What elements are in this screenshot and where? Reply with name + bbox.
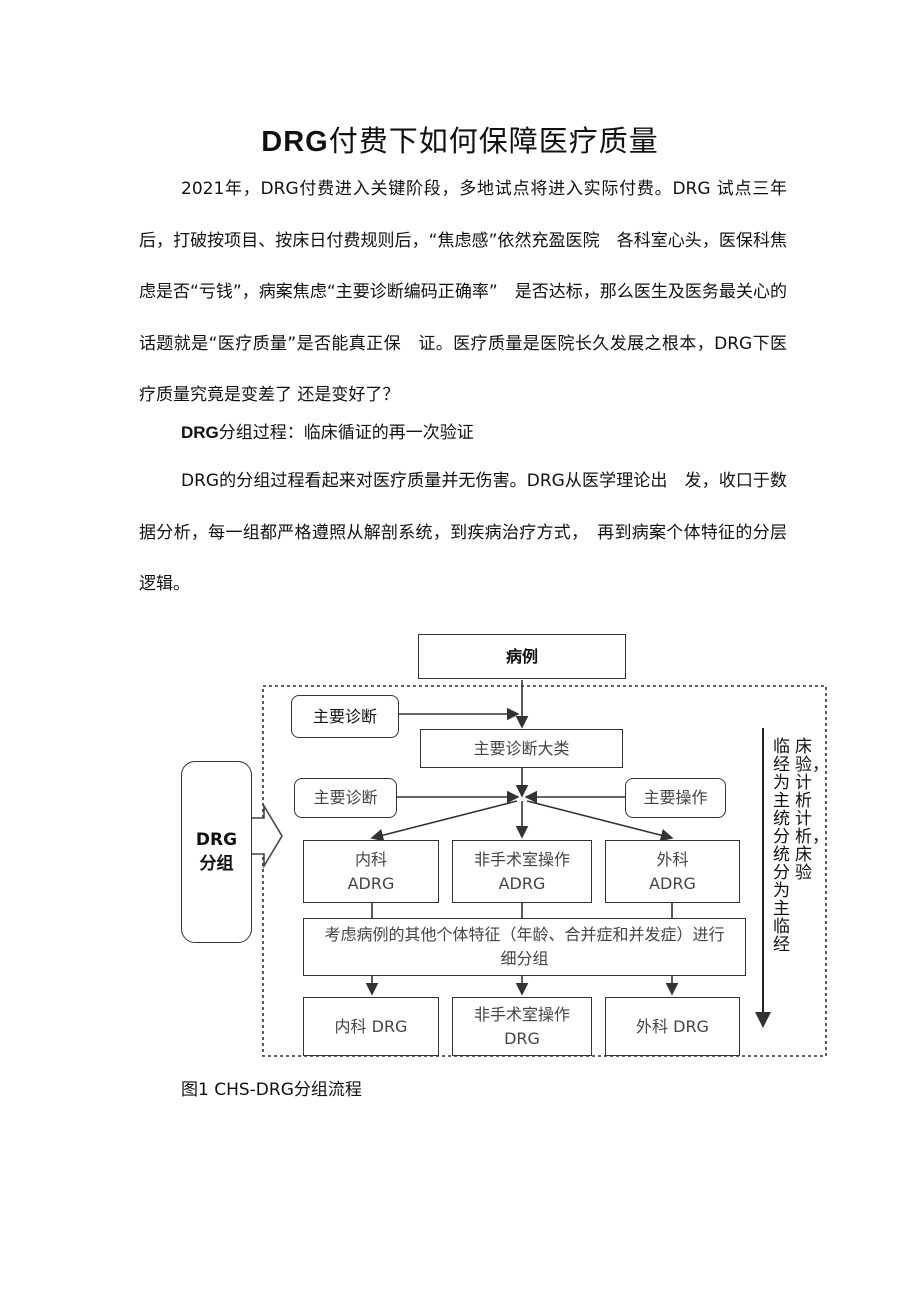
box-internal-adrg: 内科 ADRG (303, 840, 439, 903)
section-heading-rest: 分组过程：临床循证的再一次验证 (218, 423, 474, 443)
side-text-col2: 床验，计析计析，床验 (795, 737, 829, 883)
section-heading: DRG分组过程：临床循证的再一次验证 (181, 407, 474, 459)
box-surgery-adrg: 外科 ADRG (605, 840, 740, 903)
box-main-diag-left: 主要诊断 (291, 695, 399, 738)
box-case: 病例 (418, 634, 626, 679)
box-nonor-drg: 非手术室操作 DRG (452, 997, 592, 1056)
side-text-col1: 临经为主统分统分为主临经 (773, 737, 790, 955)
box-nonor-adrg: 非手术室操作 ADRG (452, 840, 592, 903)
document-title: DRG付费下如何保障医疗质量 (0, 118, 920, 160)
box-internal-drg: 内科 DRG (303, 997, 439, 1056)
section-heading-latin: DRG (181, 423, 219, 442)
title-latin: DRG (261, 126, 329, 158)
box-drg-group: DRG 分组 (181, 761, 252, 943)
figure-caption: 图1 CHS-DRG分组流程 (181, 1080, 362, 1100)
title-rest: 付费下如何保障医疗质量 (328, 124, 659, 158)
box-mdc: 主要诊断大类 (420, 729, 623, 768)
box-main-diag-mid: 主要诊断 (294, 778, 397, 818)
box-detail: 考虑病例的其他个体特征（年龄、合并症和并发症）进行细分组 (303, 918, 746, 976)
grouping-paragraph: DRG的分组过程看起来对医疗质量并无伤害。DRG从医学理论出 发，收口于数据分析… (139, 471, 787, 594)
intro-paragraph: 2021年，DRG付费进入关键阶段，多地试点将进入实际付费。DRG 试点三年后，… (139, 179, 787, 405)
box-main-op: 主要操作 (625, 778, 726, 818)
box-surgery-drg: 外科 DRG (605, 997, 740, 1056)
hollow-arrow (250, 803, 283, 869)
dotted-frame (262, 685, 827, 1057)
